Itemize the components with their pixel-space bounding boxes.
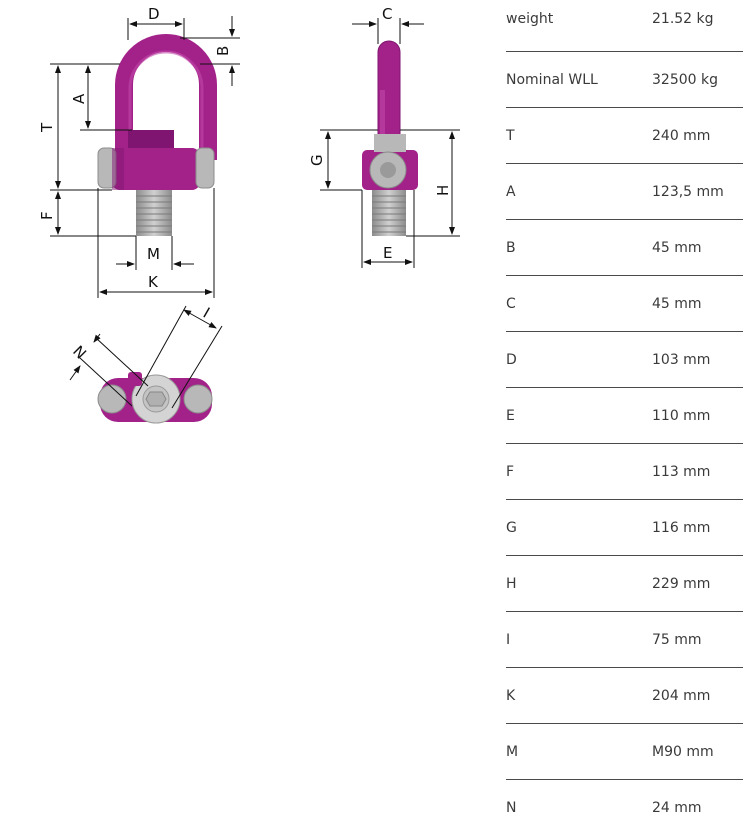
dim-label-h: H: [434, 185, 452, 196]
spec-value: 123,5 mm: [652, 164, 743, 220]
spec-label: G: [506, 500, 652, 556]
dim-label-g: G: [308, 154, 326, 166]
spec-label: E: [506, 388, 652, 444]
top-view: N I: [69, 304, 222, 423]
spec-value: 204 mm: [652, 668, 743, 724]
spec-value: 116 mm: [652, 500, 743, 556]
spec-label: I: [506, 612, 652, 668]
spec-value: 103 mm: [652, 332, 743, 388]
spec-label: T: [506, 108, 652, 164]
product-dimension-drawing: D B A T F M K: [0, 0, 500, 460]
dim-label-i: I: [200, 304, 213, 322]
dim-label-c: C: [382, 5, 392, 23]
spec-label: N: [506, 780, 652, 835]
spec-label: D: [506, 332, 652, 388]
spec-label: Nominal WLL: [506, 52, 652, 108]
spec-value: 45 mm: [652, 276, 743, 332]
spec-value: 229 mm: [652, 556, 743, 612]
spec-label: C: [506, 276, 652, 332]
side-view: C G H E: [308, 5, 460, 268]
spec-value: M90 mm: [652, 724, 743, 780]
dim-label-d: D: [148, 5, 160, 23]
spec-label: weight: [506, 0, 652, 52]
spec-value: 110 mm: [652, 388, 743, 444]
spec-value: 45 mm: [652, 220, 743, 276]
dim-label-f: F: [38, 211, 56, 220]
spec-label: H: [506, 556, 652, 612]
spec-label: F: [506, 444, 652, 500]
dim-label-m: M: [147, 245, 160, 263]
front-view: D B A T F M K: [38, 5, 240, 298]
dim-label-n: N: [69, 342, 90, 363]
spec-value: 240 mm: [652, 108, 743, 164]
spec-label: K: [506, 668, 652, 724]
spec-value: 32500 kg: [652, 52, 743, 108]
dim-label-a: A: [70, 93, 88, 104]
spec-label: M: [506, 724, 652, 780]
dim-label-t: T: [38, 122, 56, 133]
spec-value: 21.52 kg: [652, 0, 743, 52]
spec-value: 24 mm: [652, 780, 743, 835]
spec-value: 75 mm: [652, 612, 743, 668]
spec-label: A: [506, 164, 652, 220]
dim-label-b: B: [214, 46, 232, 56]
dim-label-e: E: [383, 244, 392, 262]
spec-label: B: [506, 220, 652, 276]
spec-value: 113 mm: [652, 444, 743, 500]
dim-label-k: K: [148, 273, 159, 291]
